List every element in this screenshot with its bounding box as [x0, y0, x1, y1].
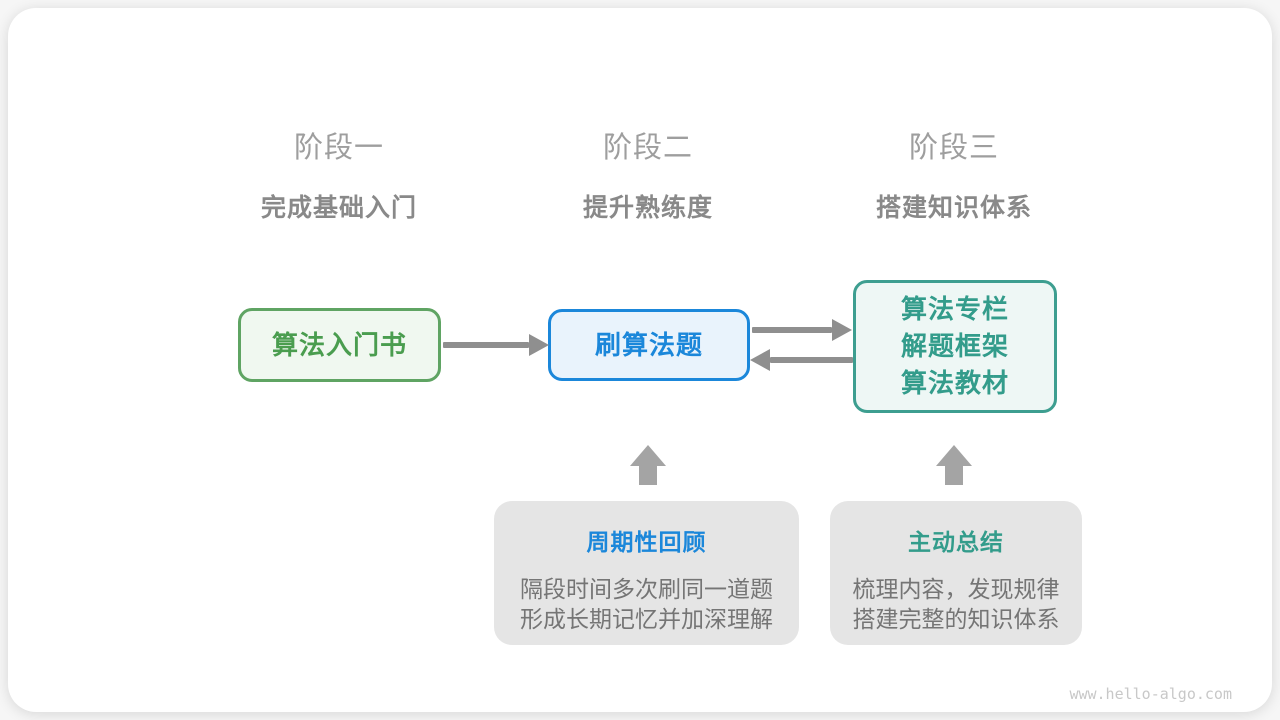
- up-arrow-head: [630, 445, 666, 466]
- callout-active-summary-title: 主动总结: [908, 529, 1004, 555]
- watermark-url: www.hello-algo.com: [1069, 685, 1232, 703]
- up-arrow-head: [936, 445, 972, 466]
- node-practice-problems: 刷算法题: [548, 309, 750, 381]
- node-knowledge-sources-line-2: 解题框架: [900, 331, 1009, 361]
- up-arrow-stem: [945, 465, 963, 485]
- callout-periodic-review-body: 隔段时间多次刷同一道题 形成长期记忆并加深理解: [520, 574, 773, 634]
- stage-2-label: 阶段二: [602, 132, 693, 164]
- stage-3-subtitle: 搭建知识体系: [875, 194, 1032, 222]
- stage-2-subtitle: 提升熟练度: [582, 194, 713, 222]
- stage-header-1: 阶段一 完成基础入门: [189, 124, 489, 224]
- arrow-head-right-icon: [832, 319, 852, 341]
- callout-periodic-review: 周期性回顾 隔段时间多次刷同一道题 形成长期记忆并加深理解: [494, 501, 799, 645]
- stage-header-3: 阶段三 搭建知识体系: [804, 124, 1104, 224]
- arrow-line: [752, 327, 832, 333]
- arrow-line: [443, 342, 529, 348]
- node-knowledge-sources-line-3: 算法教材: [900, 368, 1009, 398]
- node-intro-book: 算法入门书: [238, 308, 441, 382]
- callout-active-summary-body: 梳理内容，发现规律 搭建完整的知识体系: [853, 574, 1060, 634]
- stage-header-2: 阶段二 提升熟练度: [498, 124, 798, 224]
- node-intro-book-label: 算法入门书: [271, 329, 407, 360]
- callout-body-line: 形成长期记忆并加深理解: [520, 606, 773, 632]
- up-arrow-stem: [639, 465, 657, 485]
- callout-periodic-review-title: 周期性回顾: [586, 529, 707, 555]
- callout-active-summary: 主动总结 梳理内容，发现规律 搭建完整的知识体系: [830, 501, 1082, 645]
- node-knowledge-sources: 算法专栏 解题框架 算法教材: [853, 280, 1057, 413]
- callout-body-line: 梳理内容，发现规律: [852, 576, 1060, 602]
- arrow-head-left-icon: [750, 349, 770, 371]
- stage-3-label: 阶段三: [908, 132, 999, 164]
- node-knowledge-sources-line-1: 算法专栏: [900, 294, 1009, 324]
- stage-1-label: 阶段一: [293, 132, 384, 164]
- callout-body-line: 隔段时间多次刷同一道题: [520, 576, 773, 602]
- arrow-line: [770, 357, 853, 363]
- stage-1-subtitle: 完成基础入门: [260, 194, 417, 222]
- node-practice-problems-label: 刷算法题: [594, 329, 703, 360]
- arrow-head-right-icon: [529, 334, 549, 356]
- callout-body-line: 搭建完整的知识体系: [852, 606, 1060, 632]
- diagram-card: 阶段一 完成基础入门 阶段二 提升熟练度 阶段三 搭建知识体系 算法入门书 刷算…: [8, 8, 1272, 712]
